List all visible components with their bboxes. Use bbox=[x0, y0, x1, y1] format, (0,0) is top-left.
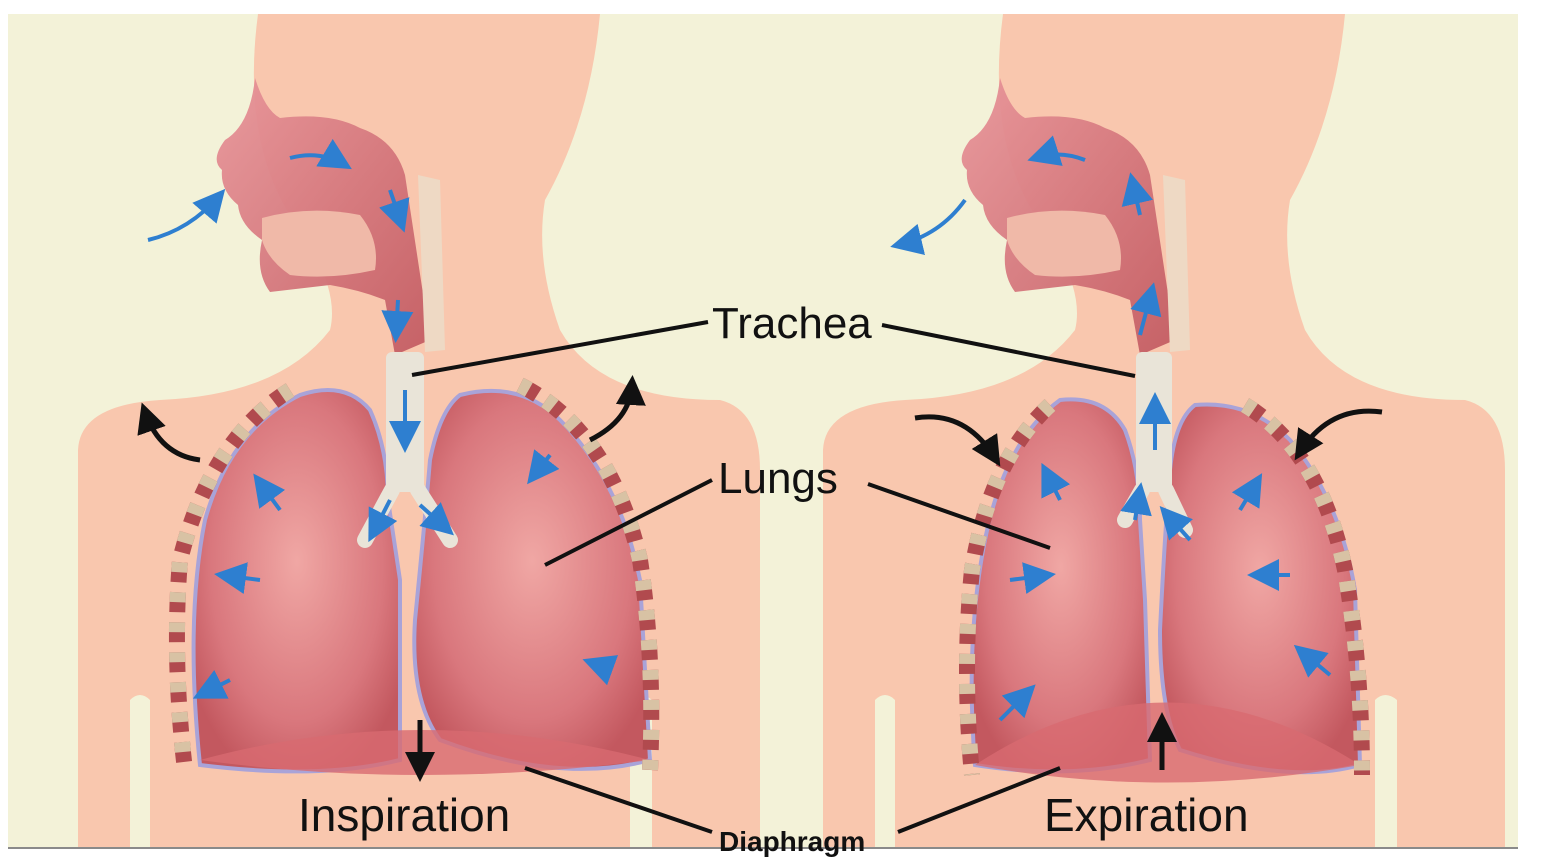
trachea-label: Trachea bbox=[712, 302, 872, 346]
inspiration-label: Inspiration bbox=[298, 792, 510, 838]
lungs-label: Lungs bbox=[718, 457, 838, 501]
expiration-label: Expiration bbox=[1044, 792, 1249, 838]
diaphragm-label: Diaphragm bbox=[719, 828, 865, 856]
